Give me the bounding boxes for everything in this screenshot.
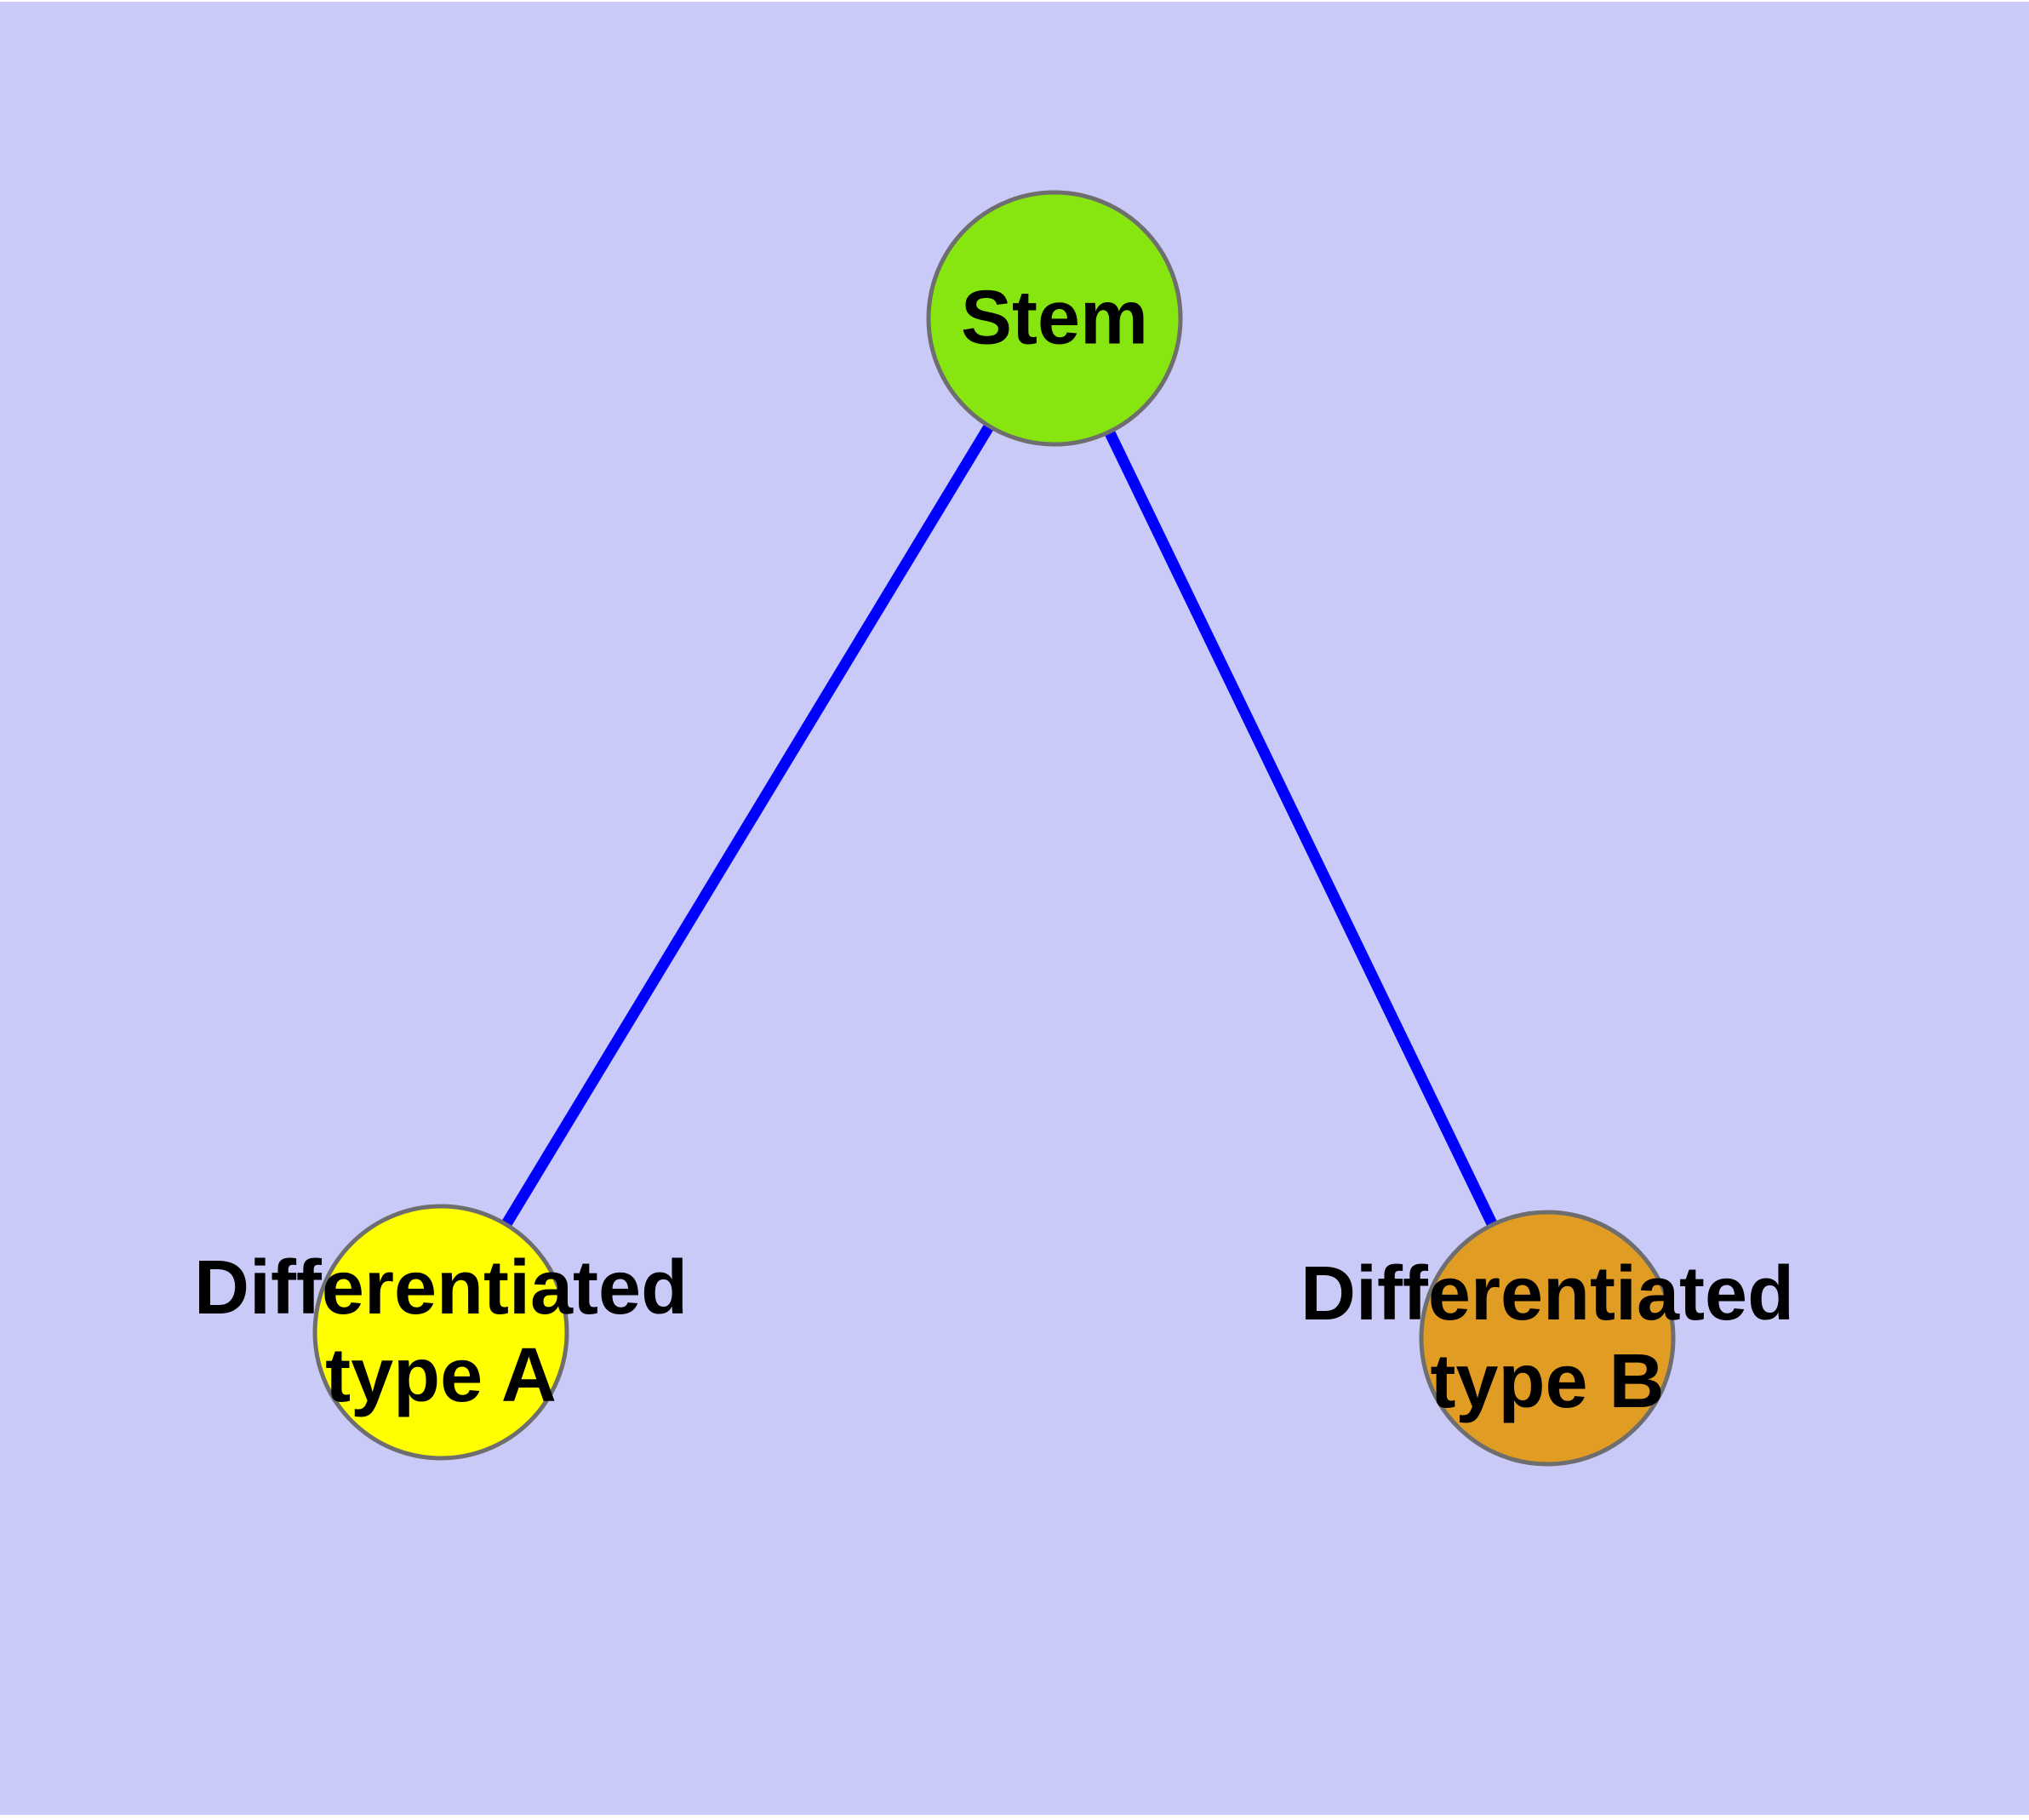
- node-stem-circle: [926, 190, 1183, 447]
- node-differentiated-type-b-circle: [1419, 1210, 1676, 1467]
- node-differentiated-type-b-label-line1: Differentiated: [1300, 1251, 1795, 1336]
- node-differentiated-type-b-label: Differentiated type B: [1300, 1251, 1794, 1426]
- node-differentiated-type-b-label-line2: type B: [1430, 1339, 1665, 1424]
- node-differentiated-type-a-circle: [312, 1204, 569, 1461]
- node-differentiated-type-a-label: Differentiated type A: [194, 1245, 688, 1420]
- edge-stem-to-type-a: [436, 315, 1060, 1336]
- edge-stem-to-type-b: [1049, 316, 1552, 1341]
- node-stem-label-line: Stem: [960, 275, 1149, 361]
- node-stem-label: Stem: [961, 275, 1148, 363]
- node-differentiated-type-a-label-line1: Differentiated: [193, 1245, 689, 1331]
- node-differentiated-type-a-label-line2: type A: [325, 1333, 557, 1418]
